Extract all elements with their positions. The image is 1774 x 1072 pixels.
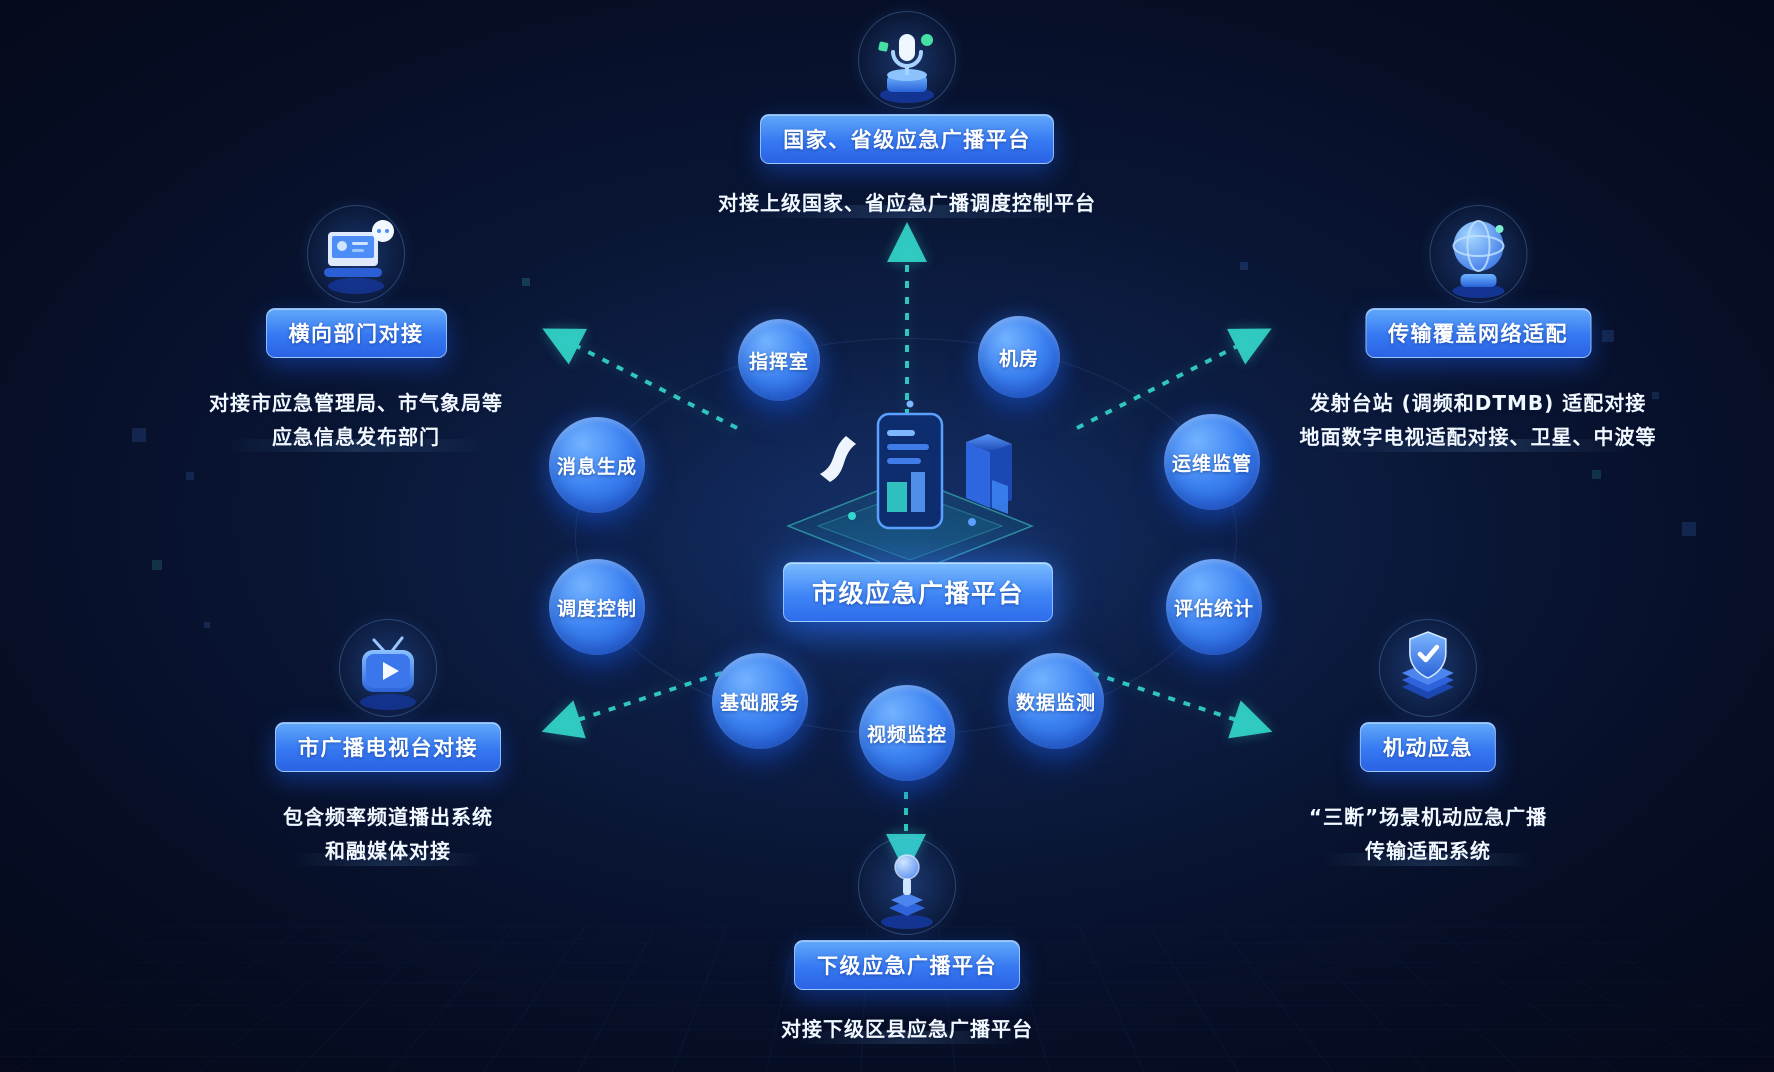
node-label: 横向部门对接	[265, 308, 447, 358]
node-label: 传输覆盖网络适配	[1365, 308, 1591, 358]
decor-square	[152, 560, 162, 570]
decor-square	[1682, 522, 1696, 536]
decor-square	[1592, 470, 1601, 479]
decor-square	[204, 622, 210, 628]
node-national-provincial-platform: 国家、省级应急广播平台 对接上级国家、省应急广播调度控制平台	[718, 0, 1096, 220]
module-video-surveillance: 视频监控	[859, 685, 955, 781]
node-label: 市广播电视台对接	[275, 722, 501, 772]
broadcast-mic-icon	[845, 824, 969, 948]
module-operations-supervision: 运维监管	[1164, 414, 1260, 510]
arrow-lower-left	[541, 666, 738, 739]
node-label: 机动应急	[1359, 722, 1496, 772]
node-transmission-coverage-network: 传输覆盖网络适配 发射台站 (调频和DTMB) 适配对接 地面数字电视适配对接、…	[1300, 192, 1657, 454]
decor-square	[186, 472, 194, 480]
module-dispatch-control: 调度控制	[549, 559, 645, 655]
node-subordinate-platform: 下级应急广播平台 对接下级区县应急广播平台	[781, 824, 1033, 1046]
decor-square	[132, 428, 146, 442]
module-command-room: 指挥室	[738, 319, 820, 401]
broadcast-tower-icon	[845, 0, 969, 122]
node-description: 对接上级国家、省应急广播调度控制平台	[718, 186, 1096, 220]
central-platform-illustration	[760, 388, 1060, 582]
module-machine-room: 机房	[978, 316, 1060, 398]
node-description: 发射台站 (调频和DTMB) 适配对接 地面数字电视适配对接、卫星、中波等	[1300, 386, 1657, 454]
arrow-lower-right	[1076, 666, 1273, 739]
node-description: 对接下级区县应急广播平台	[781, 1012, 1033, 1046]
node-description: 包含频率频道播出系统 和融媒体对接	[283, 800, 493, 868]
module-data-monitoring: 数据监测	[1008, 653, 1104, 749]
central-platform-label: 市级应急广播平台	[782, 562, 1054, 622]
node-description: 对接市应急管理局、市气象局等 应急信息发布部门	[209, 386, 503, 454]
shield-check-icon	[1365, 606, 1490, 730]
arrow-upper-right	[1076, 328, 1272, 430]
node-horizontal-departments: 横向部门对接 对接市应急管理局、市气象局等 应急信息发布部门	[209, 192, 503, 454]
monitor-chat-icon	[294, 192, 418, 316]
node-mobile-emergency: 机动应急 “三断”场景机动应急广播 传输适配系统	[1309, 606, 1547, 868]
node-description: “三断”场景机动应急广播 传输适配系统	[1309, 800, 1547, 868]
module-basic-services: 基础服务	[712, 653, 808, 749]
arrow-upper-left	[542, 328, 738, 430]
node-label: 下级应急广播平台	[794, 940, 1020, 990]
module-message-generation: 消息生成	[549, 417, 645, 513]
globe-network-icon	[1416, 192, 1540, 316]
node-municipal-tv-station: 市广播电视台对接 包含频率频道播出系统 和融媒体对接	[275, 606, 501, 868]
decor-square	[522, 278, 530, 286]
module-evaluation-statistics: 评估统计	[1166, 559, 1262, 655]
node-label: 国家、省级应急广播平台	[760, 114, 1054, 164]
decor-square	[1240, 262, 1248, 270]
inner-ellipse	[575, 338, 1237, 735]
tv-play-icon	[326, 606, 450, 730]
